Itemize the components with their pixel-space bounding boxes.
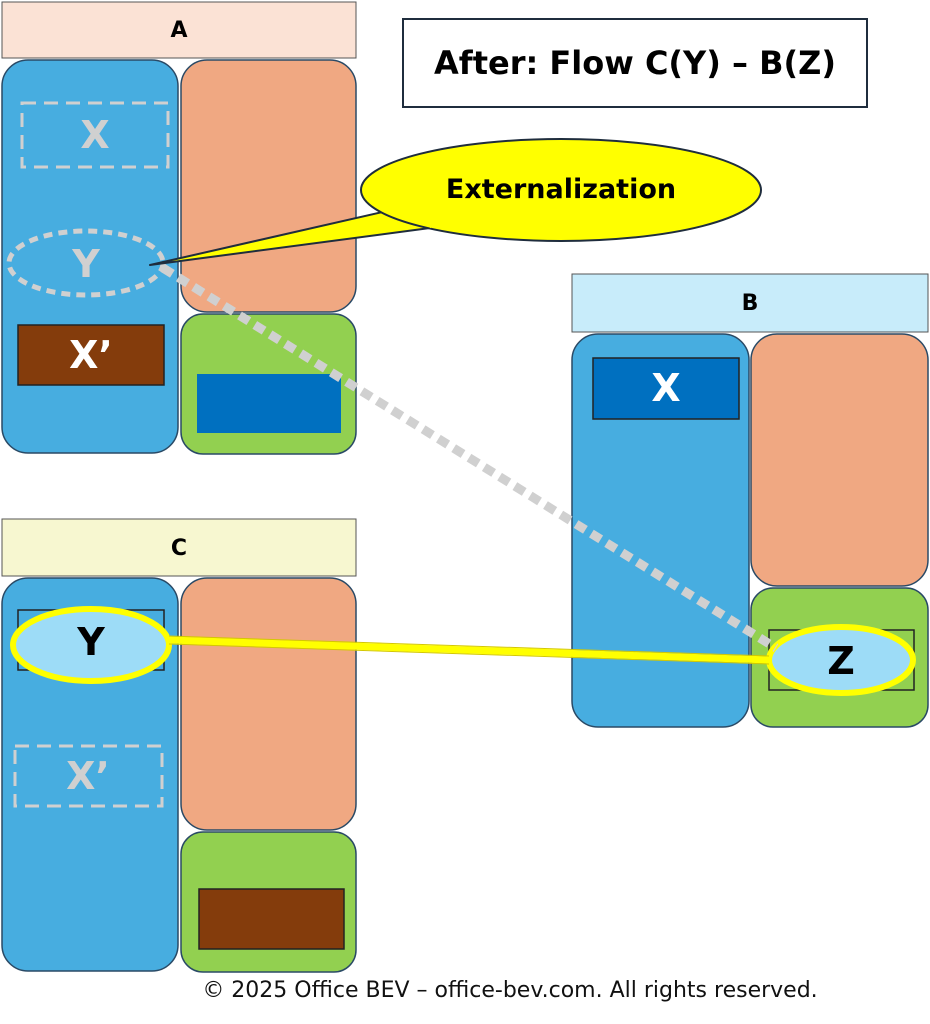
flow-link-c-y-to-b-z bbox=[168, 636, 770, 664]
flow-link-edge-top bbox=[168, 635, 770, 657]
panel-c-salmon-block bbox=[180, 577, 357, 831]
panel-a-x-prime-box bbox=[17, 324, 165, 386]
panel-c-header-label: C bbox=[171, 536, 187, 561]
panel-a-salmon-block bbox=[180, 59, 357, 313]
panel-a-header bbox=[1, 1, 357, 59]
panel-a-x-prime-label: X’ bbox=[69, 333, 113, 377]
copyright-footer: © 2025 Office BEV – office-bev.com. All … bbox=[202, 978, 818, 1003]
panel-c-header bbox=[1, 518, 357, 577]
externalization-callout: Externalization bbox=[149, 138, 762, 266]
panel-c-y-label: Y bbox=[76, 620, 105, 664]
panel-b-x-box bbox=[592, 357, 740, 420]
flow-link-edge-bottom bbox=[168, 643, 770, 665]
panel-c-y-ellipse bbox=[10, 606, 172, 684]
panel-b-x-label: X bbox=[651, 366, 680, 410]
callout-bubble bbox=[360, 138, 762, 242]
externalization-dashed-link bbox=[160, 264, 779, 652]
panel-a-y-label: Y bbox=[71, 242, 100, 286]
panel-a-dark-blue-box bbox=[197, 374, 341, 433]
panel-b-salmon-block bbox=[750, 333, 929, 587]
panel-c-brown-box bbox=[198, 888, 345, 950]
panel-c-x-prime-placeholder bbox=[13, 744, 164, 808]
callout-seam bbox=[396, 203, 434, 229]
panel-c: C Y X’ bbox=[1, 518, 357, 973]
panel-b-header-label: B bbox=[742, 291, 759, 316]
panel-a-header-label: A bbox=[170, 18, 187, 43]
diagram-title: After: Flow C(Y) – B(Z) bbox=[434, 44, 836, 82]
panel-b-header bbox=[571, 273, 929, 333]
title-box: After: Flow C(Y) – B(Z) bbox=[402, 18, 868, 108]
panel-a-x-placeholder bbox=[20, 101, 170, 169]
panel-b: B X Z bbox=[571, 273, 929, 728]
panel-a-x-label: X bbox=[80, 113, 109, 157]
panel-b-blue-column bbox=[571, 333, 750, 728]
callout-label: Externalization bbox=[446, 174, 676, 205]
panel-c-x-prime-label: X’ bbox=[66, 754, 110, 798]
panel-a: A X Y X’ bbox=[1, 1, 357, 455]
panel-b-z-label: Z bbox=[827, 639, 855, 683]
